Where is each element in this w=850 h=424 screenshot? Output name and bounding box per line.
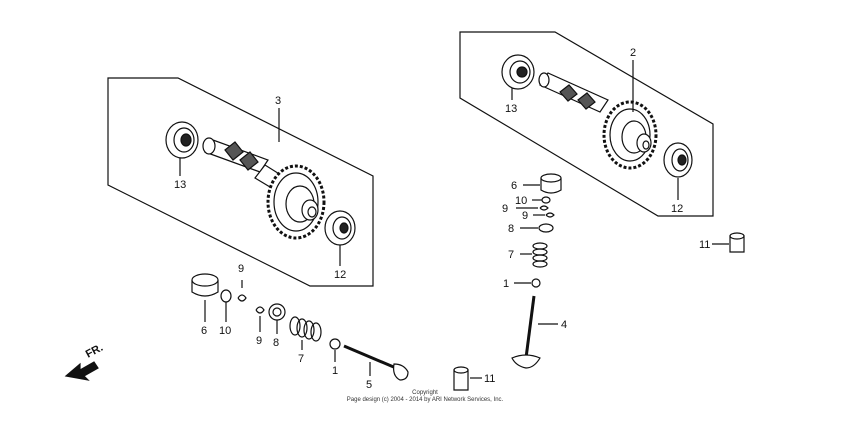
left-valve-5 bbox=[343, 344, 409, 381]
right-shim-10 bbox=[532, 196, 551, 204]
copyright-label: Copyright bbox=[412, 390, 438, 396]
callout-3: 3 bbox=[275, 95, 281, 107]
right-guide-11 bbox=[712, 232, 745, 253]
right-bearing-13 bbox=[501, 54, 535, 90]
callout-9-right-b: 9 bbox=[522, 210, 528, 222]
callout-10-right: 10 bbox=[515, 195, 527, 207]
right-group-box bbox=[459, 31, 714, 217]
right-camshaft bbox=[538, 72, 609, 113]
callout-7-right: 7 bbox=[508, 249, 514, 261]
left-cotter-9a bbox=[237, 280, 247, 302]
callout-6-left: 6 bbox=[201, 325, 207, 337]
copyright-notice: Page design (c) 2004 - 2014 by ARI Netwo… bbox=[346, 397, 504, 403]
front-label: FR. bbox=[84, 342, 105, 361]
left-spring-7 bbox=[289, 316, 322, 350]
callout-6-right: 6 bbox=[511, 180, 517, 192]
callout-2: 2 bbox=[630, 47, 636, 59]
right-seal-1 bbox=[514, 278, 541, 288]
callout-7-left: 7 bbox=[298, 353, 304, 365]
callout-13-left: 13 bbox=[174, 179, 186, 191]
callout-9-right-a: 9 bbox=[502, 203, 508, 215]
left-retainer-8 bbox=[268, 303, 286, 334]
front-arrow-icon bbox=[64, 361, 99, 381]
callout-1-left: 1 bbox=[332, 365, 338, 377]
right-cam-gear bbox=[602, 100, 658, 170]
callout-10-left: 10 bbox=[219, 325, 231, 337]
left-cam-gear bbox=[266, 164, 326, 240]
right-bearing-12 bbox=[663, 142, 693, 178]
callout-11-right: 11 bbox=[699, 239, 710, 251]
left-group-box bbox=[107, 77, 374, 287]
callout-1-right: 1 bbox=[503, 278, 509, 290]
callout-9-left-top: 9 bbox=[238, 263, 244, 275]
callout-9-left-bottom: 9 bbox=[256, 335, 262, 347]
right-tappet-6 bbox=[523, 173, 562, 194]
right-cotter-9 bbox=[516, 205, 555, 218]
left-seal-1 bbox=[329, 338, 341, 362]
callout-13-right: 13 bbox=[505, 103, 517, 115]
callout-4: 4 bbox=[561, 319, 567, 331]
left-cotter-9b bbox=[255, 306, 265, 332]
callout-11-bottom: 11 bbox=[484, 373, 495, 385]
callout-8-right: 8 bbox=[508, 223, 514, 235]
bottom-guide-11 bbox=[453, 366, 482, 391]
callout-12-left: 12 bbox=[334, 269, 346, 281]
callout-8-left: 8 bbox=[273, 337, 279, 349]
left-bearing-13 bbox=[165, 121, 199, 159]
right-retainer-8 bbox=[520, 223, 554, 233]
left-shim-10 bbox=[220, 289, 232, 322]
right-valve-4 bbox=[511, 295, 558, 369]
left-tappet-6 bbox=[191, 273, 219, 322]
callout-5: 5 bbox=[366, 379, 372, 391]
right-spring-7 bbox=[520, 242, 548, 268]
left-bearing-12 bbox=[324, 210, 356, 246]
callout-12-right: 12 bbox=[671, 203, 683, 215]
